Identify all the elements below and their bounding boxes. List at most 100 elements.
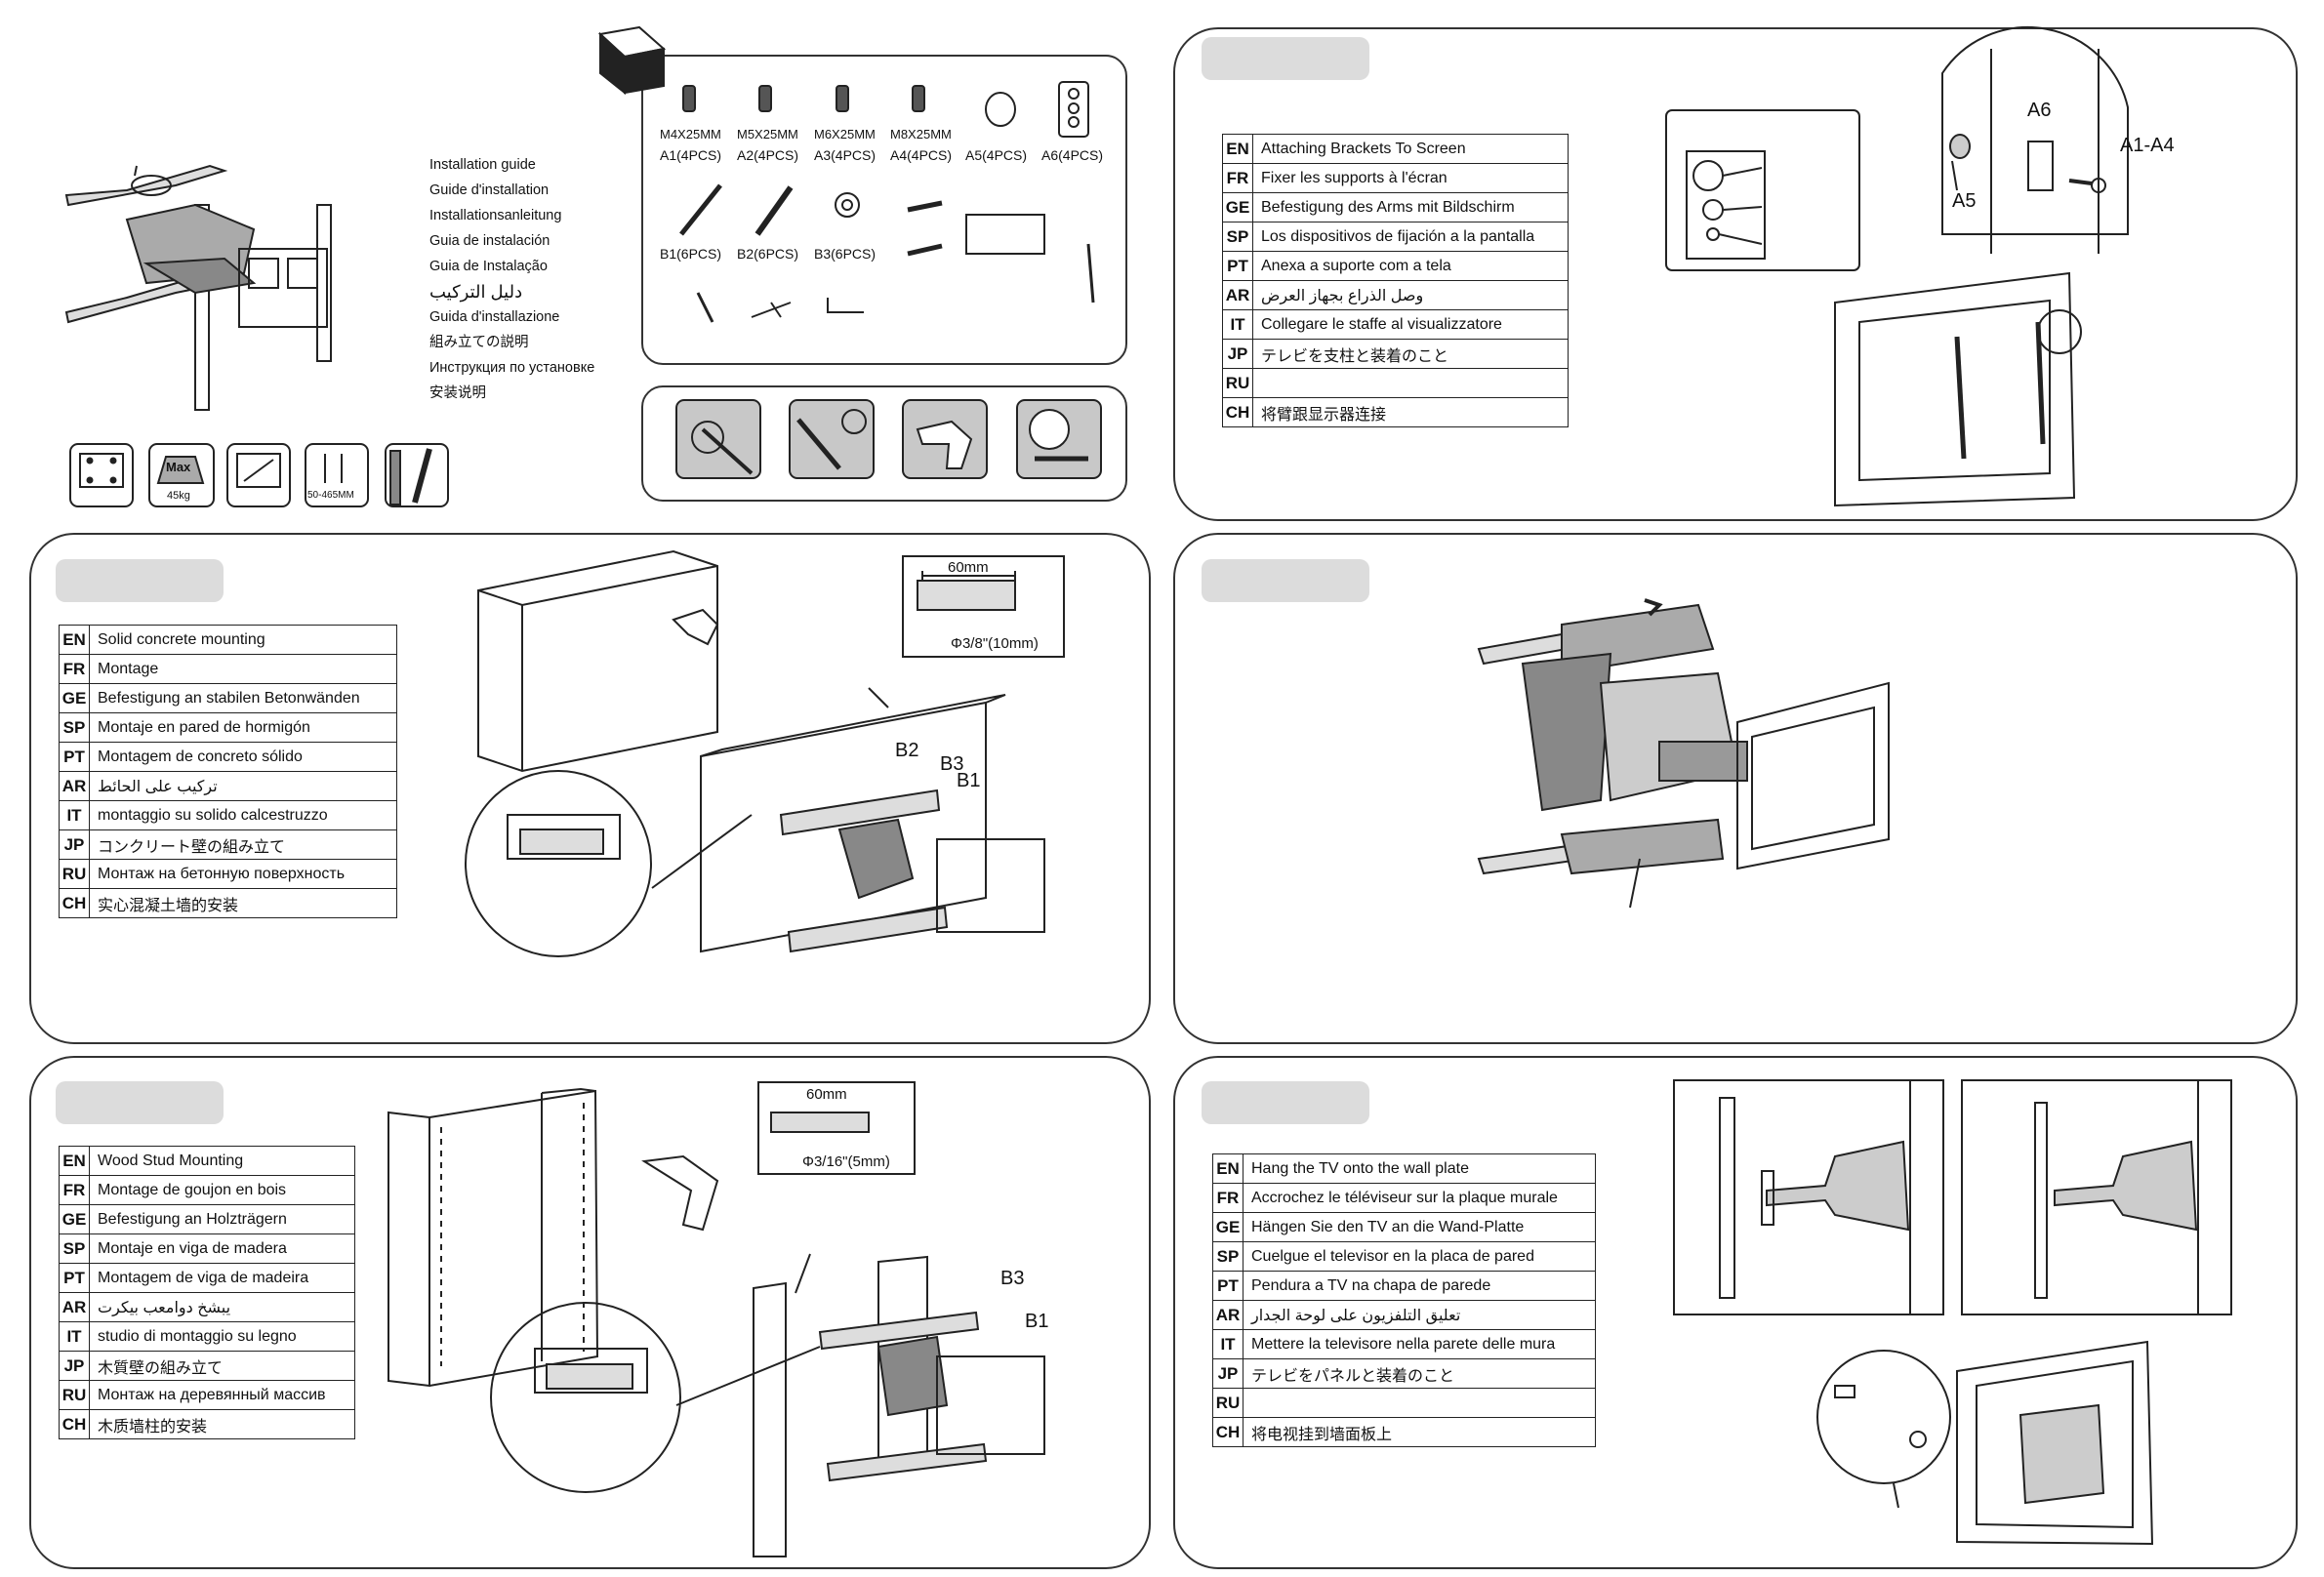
guide-titles: Installation guide Guide d'installation … (429, 152, 594, 406)
lang-text: 木质墙柱的安装 (89, 1409, 355, 1439)
lang-text: montaggio su solido calcestruzzo (89, 800, 397, 830)
lang-text: Pendura a TV na chapa de parede (1243, 1271, 1596, 1301)
lang-text: وصل الذراع بجهاز العرض (1252, 280, 1569, 310)
lang-text: Wood Stud Mounting (89, 1146, 355, 1176)
lang-code: CH (59, 888, 90, 918)
lang-code: EN (1212, 1153, 1244, 1184)
wood-drill-label: Φ3/16"(5mm) (802, 1153, 890, 1170)
pencil-icon (675, 399, 761, 479)
lang-code: RU (1222, 368, 1253, 398)
a2-size: M5X25MM (737, 127, 798, 142)
lang-text: Montagem de viga de madeira (89, 1263, 355, 1293)
lang-text: Befestigung an Holzträgern (89, 1204, 355, 1234)
lang-code: AR (1222, 280, 1253, 310)
guide-title-0: Installation guide (429, 157, 536, 173)
lang-text: Montagem de concreto sólido (89, 742, 397, 772)
lang-code: CH (1212, 1417, 1244, 1447)
callout-b3: B3 (1000, 1268, 1025, 1289)
lang-code: CH (1222, 397, 1253, 427)
wall-distance-icon (305, 443, 369, 507)
callout-b1: B1 (1025, 1311, 1049, 1332)
lang-code: IT (59, 800, 90, 830)
concrete-depth-label: 60mm (948, 559, 989, 576)
lang-code: GE (1212, 1212, 1244, 1242)
guide-title-8: Инструкция по установке (429, 360, 595, 376)
range-label: 50-465MM (307, 490, 354, 501)
lang-text: Монтаж на деревянный массив (89, 1380, 355, 1410)
lang-code: IT (1222, 309, 1253, 340)
step-pill-1 (1202, 37, 1369, 80)
lang-code: FR (1222, 163, 1253, 193)
callout-b2: B2 (895, 740, 919, 761)
guide-title-5: دليل التركيب (429, 282, 523, 302)
a4-label: A4(4PCS) (890, 147, 953, 163)
lang-text: テレビを支柱と装着のこと (1252, 339, 1569, 369)
screen-size-icon (226, 443, 291, 507)
lang-text: Fixer les supports à l'écran (1252, 163, 1569, 193)
lang-code: AR (59, 1292, 90, 1322)
guide-title-4: Guia de Instalação (429, 259, 548, 274)
screwdriver-icon (789, 399, 875, 479)
a3-size: M6X25MM (814, 127, 876, 142)
wood-depth-label: 60mm (806, 1086, 847, 1103)
lang-text: 将电视挂到墙面板上 (1243, 1417, 1596, 1447)
callout-a6: A6 (2027, 100, 2052, 121)
concrete-drill-label: Φ3/8"(10mm) (951, 635, 1039, 652)
b3-label: B3(6PCS) (814, 246, 877, 262)
lang-text: تركيب على الحائط (89, 771, 397, 801)
lang-text: Anexa a suporte com a tela (1252, 251, 1569, 281)
lang-code: AR (59, 771, 90, 801)
b2-label: B2(6PCS) (737, 246, 799, 262)
vesa-icon (69, 443, 134, 507)
step-pill-5 (1202, 1081, 1369, 1124)
guide-title-9: 安装说明 (429, 385, 486, 401)
a5-label: A5(4PCS) (965, 147, 1028, 163)
a2-label: A2(4PCS) (737, 147, 799, 163)
hardware-box (641, 55, 1127, 365)
lang-code: PT (1222, 251, 1253, 281)
panel-arm-view (1173, 533, 2298, 1044)
lang-code: JP (59, 1351, 90, 1381)
guide-title-6: Guida d'installazione (429, 309, 560, 325)
lang-text: Mettere la televisore nella parete delle… (1243, 1329, 1596, 1359)
lang-text: Los dispositivos de fijación a la pantal… (1252, 222, 1569, 252)
step-pill-3 (1202, 559, 1369, 602)
lang-code: FR (59, 654, 90, 684)
lang-text: Befestigung des Arms mit Bildschirm (1252, 192, 1569, 222)
lang-code: FR (1212, 1183, 1244, 1213)
step-pill-2 (56, 559, 224, 602)
lang-text (1252, 368, 1569, 398)
lang-text: 实心混凝土墙的安装 (89, 888, 397, 918)
lang-text: Hang the TV onto the wall plate (1243, 1153, 1596, 1184)
lang-code: SP (1212, 1241, 1244, 1272)
weight-label: 45kg (167, 490, 190, 502)
